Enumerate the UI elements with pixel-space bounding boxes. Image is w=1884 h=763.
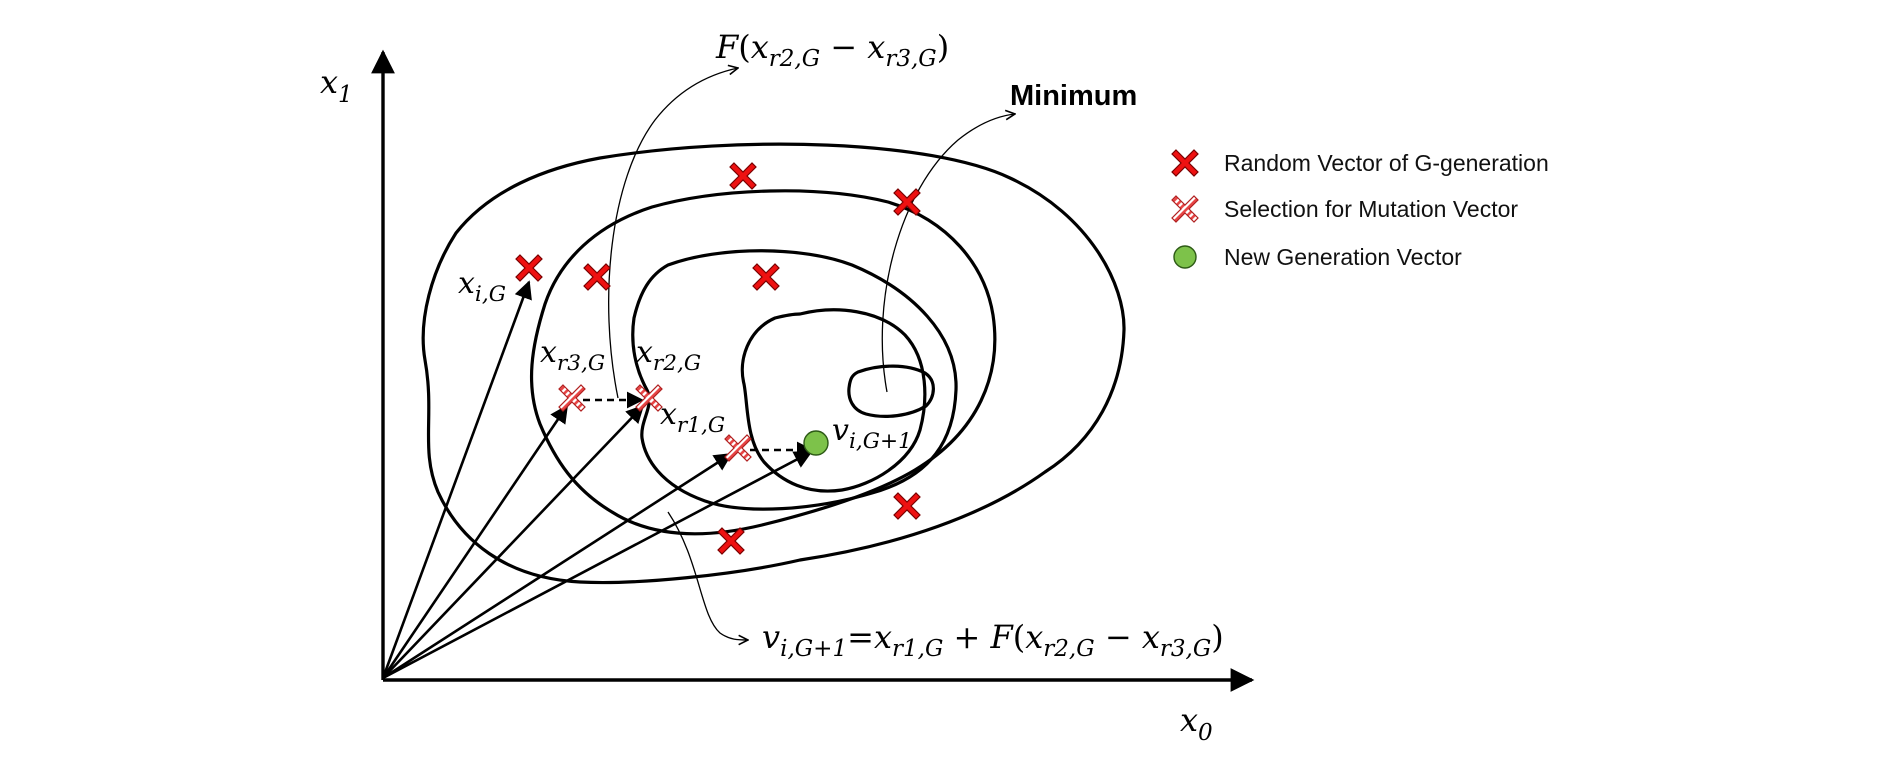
- label-v: vi,G+1: [832, 413, 912, 454]
- label-xr3: xr3,G: [540, 335, 605, 376]
- legend-label-random: Random Vector of G-generation: [1224, 150, 1549, 176]
- legend-item-random: Random Vector of G-generation: [1171, 149, 1549, 177]
- y-axis-label: x1: [320, 63, 353, 108]
- xr3-marker: [558, 384, 586, 412]
- red-x-marker-icon: [1171, 149, 1199, 177]
- difference-formula: F(xr2,G − xr3,G): [715, 28, 949, 72]
- vector-to-xr2: [382, 404, 645, 679]
- label-xr1: xr1,G: [660, 397, 725, 438]
- vector-to-xr3: [381, 404, 569, 679]
- vector-to-v: [382, 450, 813, 680]
- update-formula: vi,G+1=xr1,G + F(xr2,G − xr3,G): [762, 618, 1224, 662]
- green-circle-marker-icon: [1173, 245, 1197, 269]
- contour-inner: [740, 308, 927, 493]
- contour-outer: [421, 142, 1126, 585]
- legend: Random Vector of G-generation Selection …: [1171, 149, 1549, 270]
- random-vector-marker: [515, 254, 543, 282]
- label-xiG: xi,G: [458, 266, 506, 307]
- vector-to-xiG: [381, 280, 532, 679]
- random-vector-marker: [893, 188, 921, 216]
- legend-label-new: New Generation Vector: [1224, 244, 1462, 270]
- legend-item-selection: Selection for Mutation Vector: [1171, 195, 1518, 223]
- contour-lines: [421, 142, 1126, 585]
- random-vector-marker: [893, 492, 921, 520]
- position-vectors: [381, 280, 813, 680]
- contour-third: [631, 249, 958, 511]
- hatched-x-marker-icon: [1171, 195, 1199, 223]
- legend-item-new: New Generation Vector: [1173, 244, 1462, 270]
- update-formula-leader: [667, 511, 748, 640]
- coordinate-axes: [371, 49, 1255, 692]
- contour-second: [529, 189, 997, 536]
- diff-formula-leader: [608, 68, 738, 399]
- legend-label-selection: Selection for Mutation Vector: [1224, 196, 1518, 222]
- random-vector-marker: [729, 162, 757, 190]
- random-vector-marker: [583, 263, 611, 291]
- contour-minimum: [847, 364, 935, 418]
- new-generation-vector-marker: [803, 430, 829, 456]
- random-vector-marker: [752, 263, 780, 291]
- label-xr2: xr2,G: [636, 335, 701, 376]
- vector-to-xr1: [382, 452, 733, 680]
- minimum-label: Minimum: [1010, 80, 1137, 112]
- xr1-marker: [724, 434, 752, 462]
- x-axis-label: x0: [1180, 701, 1213, 746]
- minimum-leader: [881, 114, 1015, 393]
